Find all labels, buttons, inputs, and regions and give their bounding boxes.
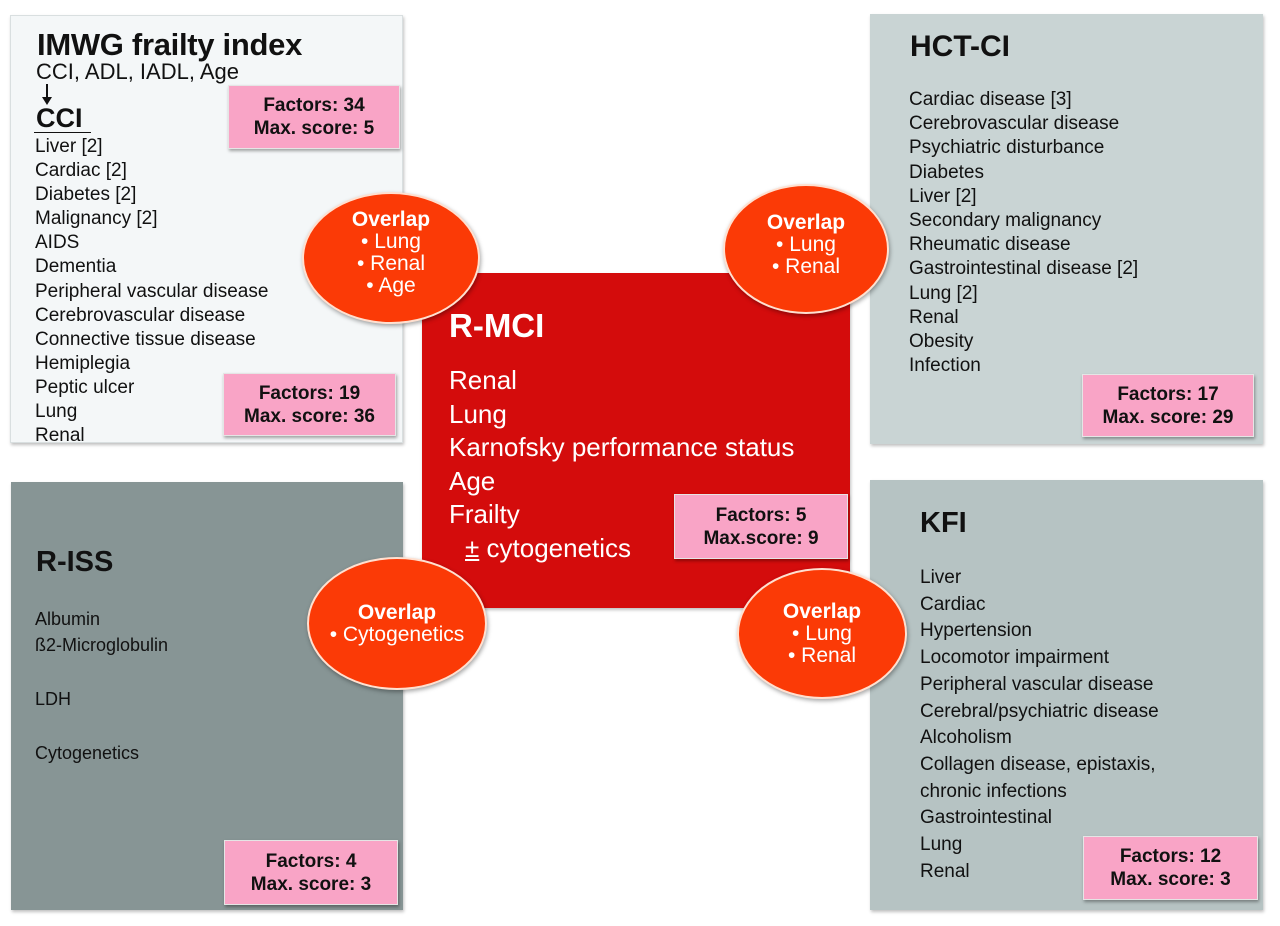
overlap-item: • Cytogenetics xyxy=(329,622,465,646)
list-item: Peripheral vascular disease xyxy=(920,673,1154,695)
max-score: Max.score: 9 xyxy=(703,527,819,549)
overlap-riss-rmci: Overlap • Cytogenetics xyxy=(307,557,487,690)
list-item: Secondary malignancy xyxy=(909,210,1102,232)
overlap-heading: Overlap xyxy=(357,600,437,624)
rmci-score-badge: Factors: 5 Max.score: 9 xyxy=(674,494,848,559)
list-item: Diabetes xyxy=(909,161,984,183)
plus-minus-symbol: ± xyxy=(465,532,480,563)
list-item: Albumin xyxy=(35,609,101,629)
list-item: Cerebral/psychiatric disease xyxy=(920,700,1159,722)
cci-label: CCI xyxy=(34,104,91,133)
list-item: Gastrointestinal disease [2] xyxy=(909,258,1139,280)
list-item: Liver [2] xyxy=(909,185,977,207)
list-item: Peptic ulcer xyxy=(35,376,135,398)
imwg-score-badge: Factors: 34 Max. score: 5 xyxy=(228,85,400,149)
list-item: Age xyxy=(449,465,496,496)
list-item: Infection xyxy=(909,355,981,377)
list-item: Hemiplegia xyxy=(35,352,131,374)
list-item: Liver xyxy=(920,567,962,588)
kfi-item-list: Liver Cardiac Hypertension Locomotor imp… xyxy=(920,565,1159,885)
riss-title: R-ISS xyxy=(36,546,114,578)
list-item: Dementia xyxy=(35,256,117,278)
factors-count: Factors: 34 xyxy=(263,95,365,116)
max-score: Max. score: 5 xyxy=(253,118,375,139)
rmci-item-list: Renal Lung Karnofsky performance status … xyxy=(449,364,794,565)
rmci-title: R-MCI xyxy=(449,307,545,344)
list-item: Liver [2] xyxy=(35,136,103,157)
hctci-score-badge: Factors: 17 Max. score: 29 xyxy=(1082,374,1254,437)
list-item: Lung xyxy=(35,401,78,423)
overlap-item: • Lung xyxy=(776,233,836,256)
list-item: Hypertension xyxy=(920,620,1032,642)
list-item: Renal xyxy=(35,425,85,447)
list-item: Connective tissue disease xyxy=(35,328,256,350)
list-item: Obesity xyxy=(909,331,974,353)
list-item: Lung [2] xyxy=(909,282,978,304)
list-item: Cerebrovascular disease xyxy=(35,304,246,326)
factors-count: Factors: 19 xyxy=(258,382,361,404)
max-score: Max. score: 3 xyxy=(250,873,372,895)
factors-count: Factors: 4 xyxy=(265,850,357,872)
cci-item-list: Liver [2] Cardiac [2] Diabetes [2] Malig… xyxy=(35,135,268,448)
overlap-item: • Renal xyxy=(787,643,857,667)
list-item: Lung xyxy=(449,398,507,429)
overlap-imwg-rmci: Overlap • Lung • Renal • Age xyxy=(302,192,480,324)
factors-count: Factors: 17 xyxy=(1117,383,1219,405)
list-item: ß2-Microglobulin xyxy=(35,635,169,655)
overlap-item: • Lung xyxy=(361,230,421,253)
list-item: Lung xyxy=(920,834,963,856)
list-item: Cardiac xyxy=(920,593,986,615)
factors-count: Factors: 12 xyxy=(1119,846,1222,867)
list-item: Peripheral vascular disease xyxy=(35,280,269,302)
kfi-score-badge: Factors: 12 Max. score: 3 xyxy=(1083,836,1258,900)
max-score: Max. score: 3 xyxy=(1110,869,1231,890)
list-item: LDH xyxy=(35,689,72,709)
list-item: Alcoholism xyxy=(920,727,1012,749)
imwg-subtitle: CCI, ADL, IADL, Age xyxy=(36,59,239,84)
list-item: Cytogenetics xyxy=(35,743,140,763)
factors-count: Factors: 5 xyxy=(715,504,807,526)
max-score: Max. score: 36 xyxy=(244,405,375,427)
list-item: Frailty xyxy=(449,499,520,529)
overlap-item: • Age xyxy=(366,274,416,297)
hctci-title: HCT-CI xyxy=(910,30,1010,63)
overlap-kfi-rmci: Overlap • Lung • Renal xyxy=(737,568,907,699)
list-item: Cardiac [2] xyxy=(35,160,127,182)
overlap-heading: Overlap xyxy=(351,208,431,231)
list-item: Cerebrovascular disease xyxy=(909,113,1120,135)
arrow-down-icon xyxy=(42,84,52,105)
list-item: Renal xyxy=(449,365,517,395)
cci-score-badge: Factors: 19 Max. score: 36 xyxy=(223,373,396,436)
overlap-heading: Overlap xyxy=(782,599,862,623)
list-item: Rheumatic disease xyxy=(909,234,1071,256)
list-item: Cardiac disease [3] xyxy=(909,89,1072,110)
list-item: Gastrointestinal xyxy=(920,807,1053,829)
list-item: Malignancy [2] xyxy=(35,208,158,230)
riss-score-badge: Factors: 4 Max. score: 3 xyxy=(224,840,398,905)
list-item: Collagen disease, epistaxis, xyxy=(920,753,1156,775)
riss-panel: R-ISS Albumin ß2-Microglobulin LDH Cytog… xyxy=(11,482,403,910)
list-item: Locomotor impairment xyxy=(920,647,1110,669)
list-item: Diabetes [2] xyxy=(35,184,137,206)
list-item: Renal xyxy=(920,860,970,882)
kfi-title: KFI xyxy=(920,507,967,539)
overlap-item: • Renal xyxy=(771,255,841,278)
overlap-item: • Lung xyxy=(792,621,852,645)
overlap-item: • Renal xyxy=(356,252,426,275)
list-item: chronic infections xyxy=(920,780,1067,802)
list-item: Karnofsky performance status xyxy=(449,432,795,462)
cytogenetics-label: cytogenetics xyxy=(479,532,632,563)
hctci-item-list: Cardiac disease [3] Cerebrovascular dise… xyxy=(909,88,1138,378)
list-item-cytogenetics: ± cytogenetics xyxy=(449,532,794,566)
hctci-panel: HCT-CI Cardiac disease [3] Cerebrovascul… xyxy=(870,14,1263,444)
overlap-hctci-rmci: Overlap • Lung • Renal xyxy=(723,184,889,314)
list-item: Psychiatric disturbance xyxy=(909,137,1105,159)
overlap-heading: Overlap xyxy=(766,211,846,234)
rmci-panel: R-MCI Renal Lung Karnofsky performance s… xyxy=(422,273,850,608)
list-item: AIDS xyxy=(35,232,80,254)
list-item: Renal xyxy=(909,306,959,328)
max-score: Max. score: 29 xyxy=(1102,406,1234,428)
imwg-title: IMWG frailty index xyxy=(37,27,303,62)
